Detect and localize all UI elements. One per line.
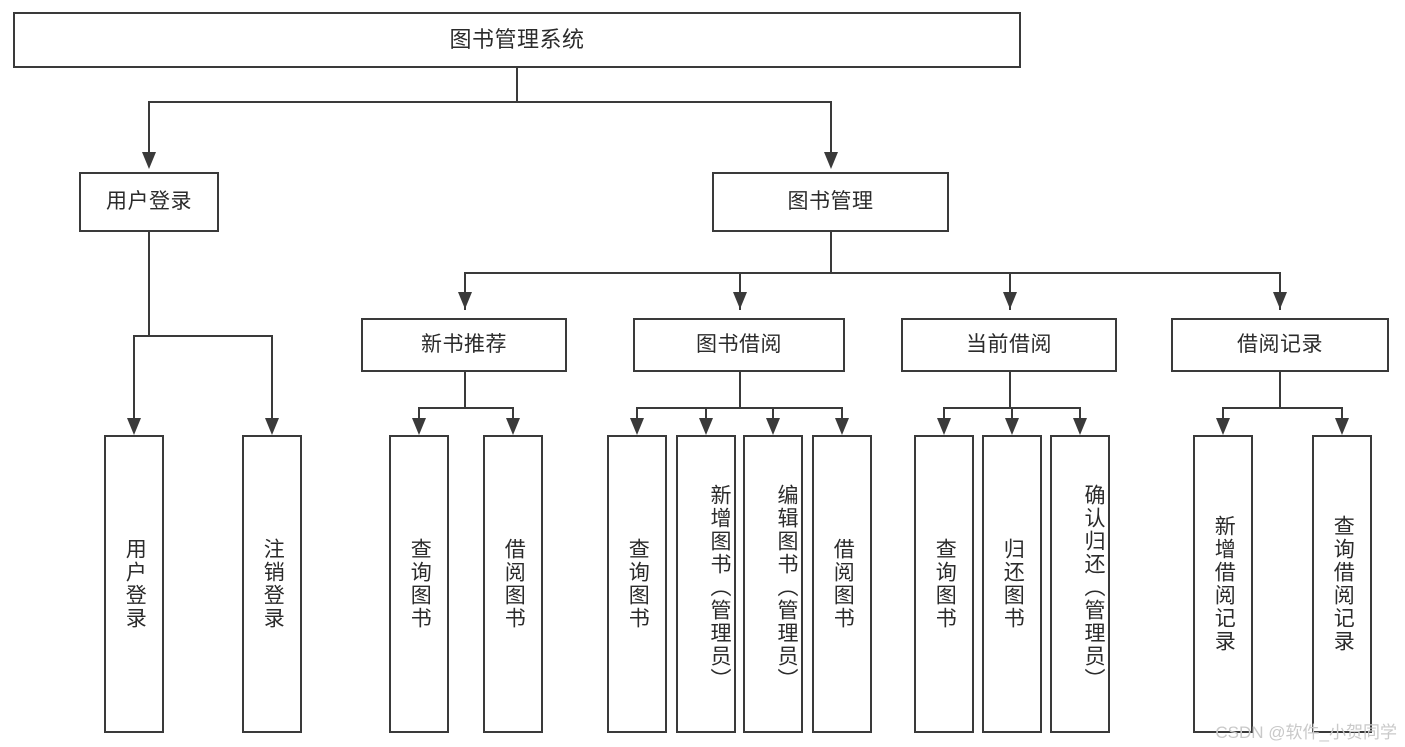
connector-current-borrow-stem — [1009, 372, 1011, 409]
arrowhead-book-borrow — [733, 292, 747, 309]
connector-book-management-stem — [830, 232, 832, 274]
connector-drop-leaf-add-record — [1222, 407, 1224, 422]
connector-drop-leaf-user-login — [133, 335, 135, 420]
leaf-query-book-3[interactable]: 查询图书 — [914, 435, 974, 733]
arrowhead-leaf-query-book-1 — [412, 418, 426, 435]
arrowhead-leaf-return-book — [1005, 418, 1019, 435]
connector-drop-leaf-query-record — [1341, 407, 1343, 422]
arrowhead-leaf-add-book — [699, 418, 713, 435]
leaf-confirm-return[interactable]: 确认归还（管理员） — [1050, 435, 1110, 733]
leaf-borrow-book-2[interactable]: 借阅图书 — [812, 435, 872, 733]
connector-drop-book-borrow — [739, 272, 741, 310]
arrowhead-leaf-borrow-book-2 — [835, 418, 849, 435]
connector-drop-leaf-query-book-3 — [943, 407, 945, 422]
arrowhead-leaf-add-record — [1216, 418, 1230, 435]
connector-level2-bus — [148, 101, 832, 103]
connector-drop-leaf-edit-book — [772, 407, 774, 422]
leaf-edit-book[interactable]: 编辑图书（管理员） — [743, 435, 803, 733]
arrowhead-new-book-recommend — [458, 292, 472, 309]
connector-borrow-record-bus — [1222, 407, 1341, 409]
connector-drop-leaf-return-book — [1011, 407, 1013, 422]
arrowhead-leaf-query-book-3 — [937, 418, 951, 435]
node-user-login[interactable]: 用户登录 — [79, 172, 219, 232]
node-book-management[interactable]: 图书管理 — [712, 172, 949, 232]
connector-drop-leaf-query-book-2 — [636, 407, 638, 422]
node-root-book-management-system[interactable]: 图书管理系统 — [13, 12, 1021, 68]
node-new-book-recommend[interactable]: 新书推荐 — [361, 318, 567, 372]
arrowhead-leaf-query-book-2 — [630, 418, 644, 435]
connector-new-book-recommend-bus — [418, 407, 512, 409]
connector-new-book-recommend-stem — [464, 372, 466, 409]
arrowhead-leaf-confirm-return — [1073, 418, 1087, 435]
arrowhead-leaf-user-login — [127, 418, 141, 435]
connector-level3-bus — [464, 272, 1281, 274]
connector-drop-current-borrow — [1009, 272, 1011, 310]
connector-drop-borrow-record — [1279, 272, 1281, 310]
connector-book-borrow-stem — [739, 372, 741, 409]
arrowhead-book-management — [824, 152, 838, 169]
arrowhead-borrow-record — [1273, 292, 1287, 309]
node-book-borrow[interactable]: 图书借阅 — [633, 318, 845, 372]
leaf-user-logout[interactable]: 注销登录 — [242, 435, 302, 733]
leaf-add-book[interactable]: 新增图书（管理员） — [676, 435, 736, 733]
connector-borrow-record-stem — [1279, 372, 1281, 409]
watermark-text: CSDN @软件_小贺同学 — [1215, 723, 1397, 742]
connector-drop-leaf-confirm-return — [1079, 407, 1081, 422]
connector-drop-new-book-recommend — [464, 272, 466, 310]
leaf-query-book-2[interactable]: 查询图书 — [607, 435, 667, 733]
node-borrow-record[interactable]: 借阅记录 — [1171, 318, 1389, 372]
connector-drop-user-login — [148, 101, 150, 154]
node-current-borrow[interactable]: 当前借阅 — [901, 318, 1117, 372]
arrowhead-user-login — [142, 152, 156, 169]
connector-drop-leaf-borrow-book-1 — [512, 407, 514, 422]
arrowhead-current-borrow — [1003, 292, 1017, 309]
leaf-return-book[interactable]: 归还图书 — [982, 435, 1042, 733]
connector-user-login-bus — [133, 335, 273, 337]
connector-drop-leaf-query-book-1 — [418, 407, 420, 422]
arrowhead-leaf-borrow-book-1 — [506, 418, 520, 435]
connector-drop-leaf-user-logout — [271, 335, 273, 420]
connector-drop-book-management — [830, 101, 832, 154]
arrowhead-leaf-edit-book — [766, 418, 780, 435]
connector-user-login-stem — [148, 232, 150, 336]
arrowhead-leaf-user-logout — [265, 418, 279, 435]
connector-book-borrow-bus — [636, 407, 842, 409]
connector-root-stem — [516, 68, 518, 103]
connector-drop-leaf-add-book — [705, 407, 707, 422]
leaf-query-book-1[interactable]: 查询图书 — [389, 435, 449, 733]
connector-drop-leaf-borrow-book-2 — [841, 407, 843, 422]
arrowhead-leaf-query-record — [1335, 418, 1349, 435]
leaf-add-record[interactable]: 新增借阅记录 — [1193, 435, 1253, 733]
leaf-query-record[interactable]: 查询借阅记录 — [1312, 435, 1372, 733]
leaf-borrow-book-1[interactable]: 借阅图书 — [483, 435, 543, 733]
leaf-user-login[interactable]: 用户登录 — [104, 435, 164, 733]
